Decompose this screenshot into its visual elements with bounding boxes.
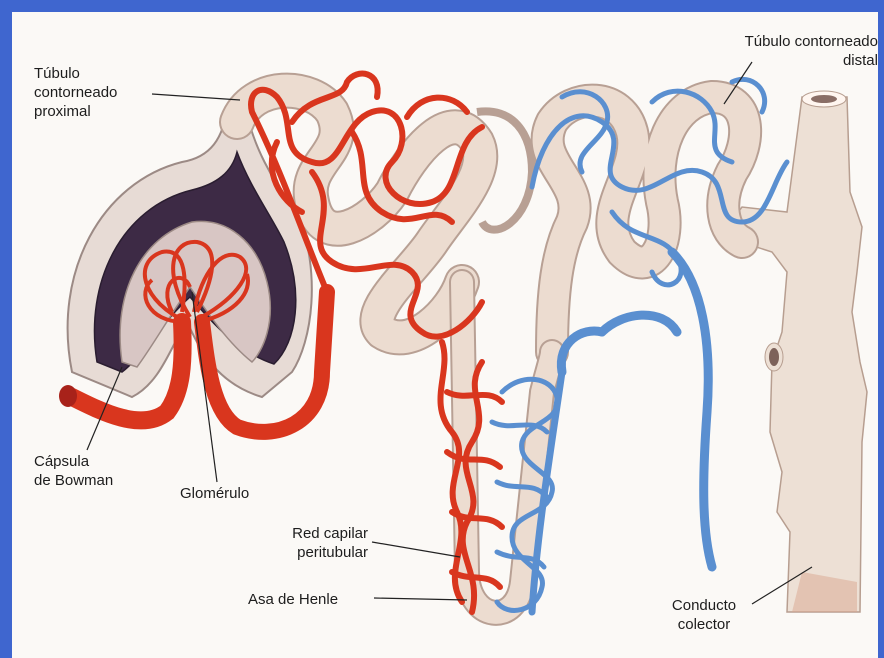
nephron-illustration — [12, 12, 878, 658]
label-tubulo-distal: Túbulo contorneado distal — [682, 32, 878, 70]
label-conducto-colector: Conducto colector — [654, 596, 754, 634]
diagram-frame: Túbulo contorneado proximal Túbulo conto… — [12, 12, 878, 658]
label-asa-henle: Asa de Henle — [248, 590, 338, 609]
label-capsula-bowman: Cápsula de Bowman — [34, 452, 113, 490]
label-glomerulo: Glomérulo — [180, 484, 249, 503]
label-tubulo-proximal: Túbulo contorneado proximal — [34, 64, 117, 121]
label-red-capilar: Red capilar peritubular — [250, 524, 368, 562]
